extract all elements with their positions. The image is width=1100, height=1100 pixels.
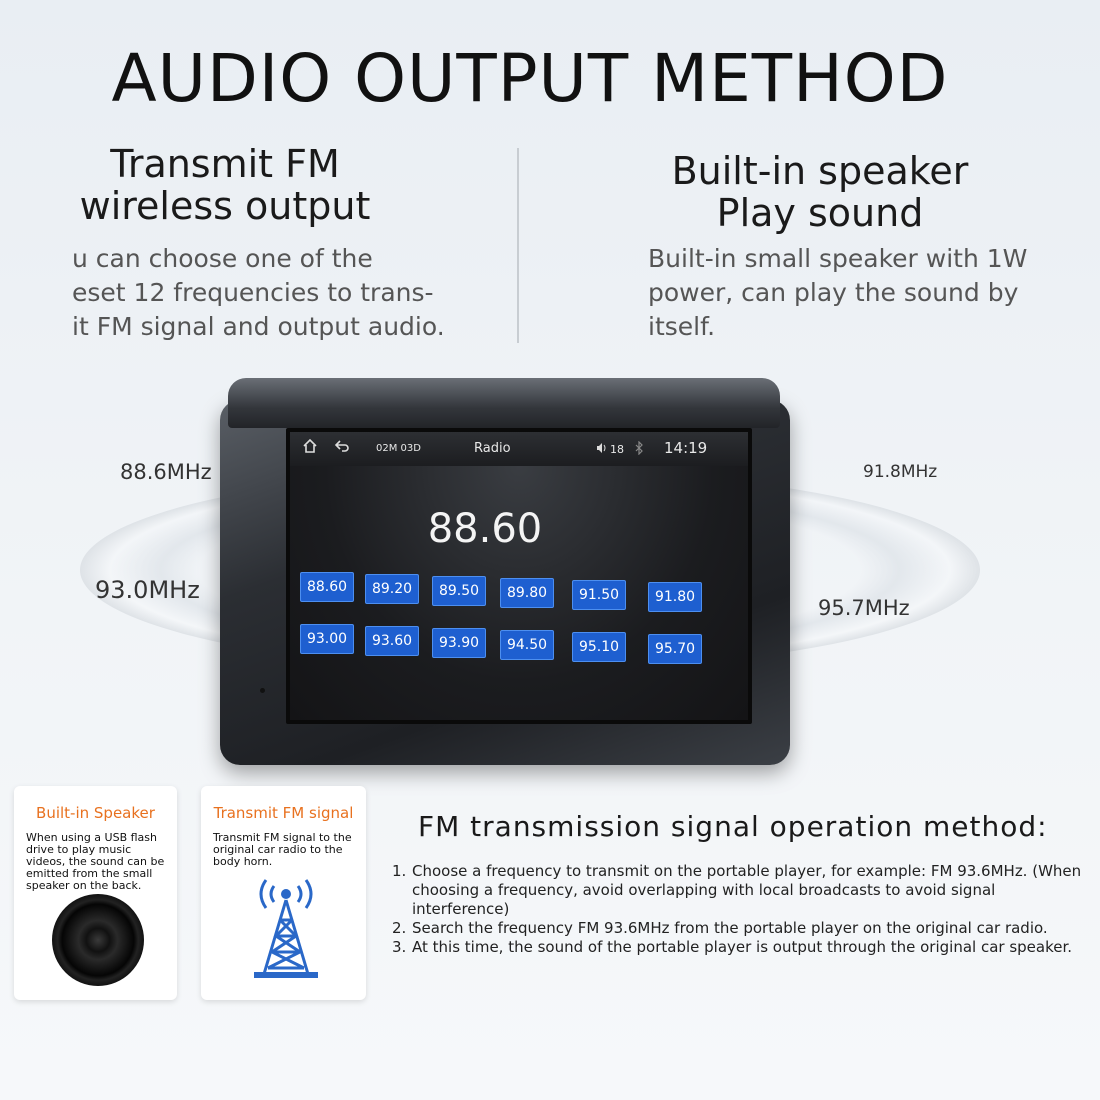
speaker-desc-line: itself. <box>648 312 716 341</box>
car-display-device: 02M 03D Radio 18 14:19 88.60 88.60 89.20… <box>220 378 790 765</box>
fm-heading-line1: Transmit FM <box>110 142 340 186</box>
list-item: 2. Search the frequency FM 93.6MHz from … <box>392 919 1092 938</box>
speaker-desc-line: Built-in small speaker with 1W <box>648 244 1028 273</box>
volume-level: 18 <box>610 443 624 456</box>
speaker-description: Built-in small speaker with 1W power, ca… <box>648 242 1038 344</box>
screen-title: Radio <box>474 441 511 456</box>
radio-tower-icon <box>246 876 326 985</box>
device-screen: 02M 03D Radio 18 14:19 88.60 88.60 89.20… <box>286 428 752 724</box>
step-text: At this time, the sound of the portable … <box>412 938 1073 956</box>
freq-label-bottom-right: 95.7MHz <box>818 596 910 620</box>
volume-icon[interactable] <box>596 442 608 458</box>
preset-button[interactable]: 93.00 <box>300 624 354 654</box>
back-icon[interactable] <box>334 438 350 458</box>
preset-button[interactable]: 91.50 <box>572 580 626 610</box>
current-frequency: 88.60 <box>427 506 543 552</box>
column-divider <box>517 148 519 343</box>
step-number: 3. <box>392 938 407 956</box>
preset-button[interactable]: 93.90 <box>432 628 486 658</box>
fm-desc-line: it FM signal and output audio. <box>72 312 445 341</box>
fm-output-heading: Transmit FM wireless output <box>40 143 410 227</box>
card-text: Transmit FM signal to the original car r… <box>213 831 352 868</box>
speaker-desc-line: power, can play the sound by <box>648 278 1019 307</box>
preset-button[interactable]: 93.60 <box>365 626 419 656</box>
card-title: Built-in Speaker <box>36 804 155 822</box>
step-text: Choose a frequency to transmit on the po… <box>412 862 1082 918</box>
card-title: Transmit FM signal <box>213 804 354 822</box>
card-text: When using a USB flash drive to play mus… <box>26 831 165 892</box>
speaker-heading-line2: Play sound <box>716 191 924 235</box>
bluetooth-icon <box>634 440 644 459</box>
fm-output-description: u can choose one of the eset 12 frequenc… <box>72 242 462 344</box>
freq-label-bottom-left: 93.0MHz <box>95 576 200 604</box>
preset-button[interactable]: 91.80 <box>648 582 702 612</box>
method-steps: 1. Choose a frequency to transmit on the… <box>392 862 1092 957</box>
speaker-heading-line1: Built-in speaker <box>671 149 969 193</box>
list-item: 3. At this time, the sound of the portab… <box>392 938 1092 957</box>
list-item: 1. Choose a frequency to transmit on the… <box>392 862 1092 919</box>
preset-button[interactable]: 89.20 <box>365 574 419 604</box>
date-display: 02M 03D <box>376 443 421 454</box>
page-title: AUDIO OUTPUT METHOD <box>111 40 949 117</box>
preset-button[interactable]: 88.60 <box>300 572 354 602</box>
step-number: 2. <box>392 919 407 937</box>
preset-button[interactable]: 89.80 <box>500 578 554 608</box>
fm-desc-line: eset 12 frequencies to trans- <box>72 278 434 307</box>
preset-button[interactable]: 89.50 <box>432 576 486 606</box>
speaker-heading: Built-in speaker Play sound <box>630 150 1010 234</box>
fm-heading-line2: wireless output <box>79 184 371 228</box>
speaker-icon <box>52 894 144 986</box>
clock: 14:19 <box>664 439 708 457</box>
step-text: Search the frequency FM 93.6MHz from the… <box>412 919 1048 937</box>
transmit-fm-card: Transmit FM signal Transmit FM signal to… <box>201 786 366 1000</box>
status-bar: 02M 03D Radio 18 14:19 <box>290 432 748 466</box>
power-indicator <box>260 688 265 693</box>
method-title: FM transmission signal operation method: <box>418 810 1048 843</box>
preset-button[interactable]: 95.70 <box>648 634 702 664</box>
preset-button[interactable]: 94.50 <box>500 630 554 660</box>
radio-panel: 88.60 88.60 89.20 89.50 89.80 91.50 91.8… <box>290 466 748 720</box>
home-icon[interactable] <box>302 438 318 458</box>
freq-label-top-left: 88.6MHz <box>120 460 212 484</box>
step-number: 1. <box>392 862 407 880</box>
built-in-speaker-card: Built-in Speaker When using a USB flash … <box>14 786 177 1000</box>
fm-desc-line: u can choose one of the <box>72 244 373 273</box>
freq-label-top-right: 91.8MHz <box>863 462 938 482</box>
device-sun-visor <box>228 378 780 428</box>
preset-button[interactable]: 95.10 <box>572 632 626 662</box>
